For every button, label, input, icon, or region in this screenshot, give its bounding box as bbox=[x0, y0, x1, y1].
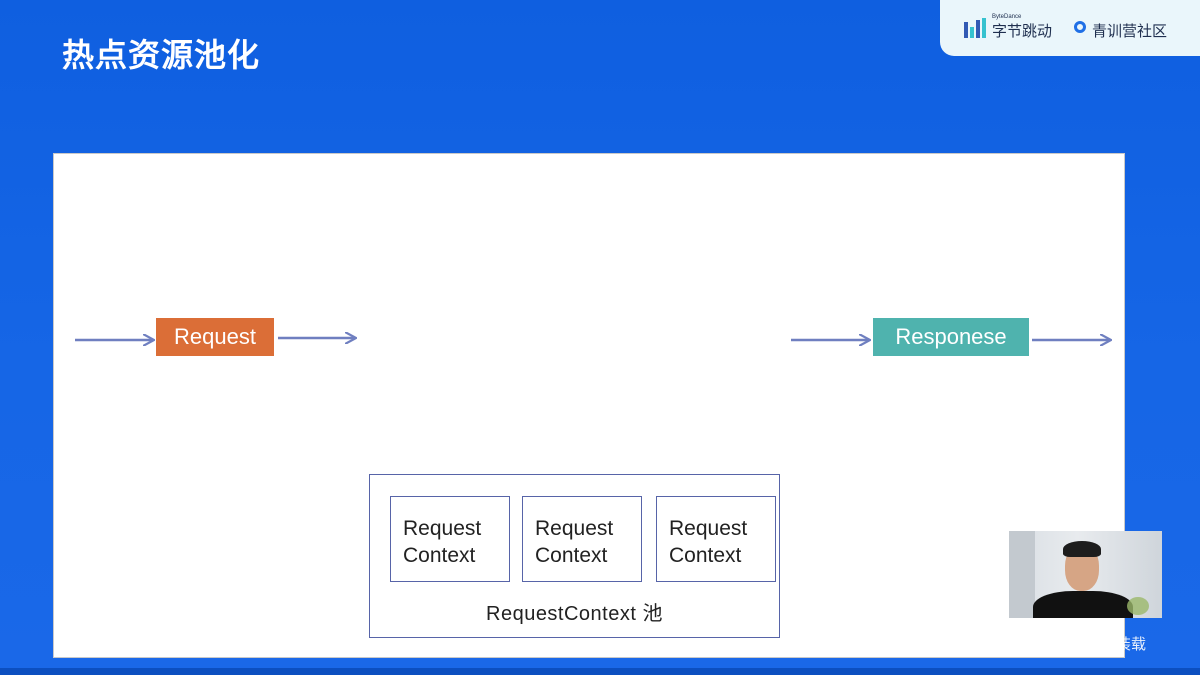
context-line2: Context bbox=[669, 544, 742, 567]
diagram-canvas: Request Responese Request Context Reques… bbox=[53, 153, 1125, 658]
presenter-hair bbox=[1063, 541, 1101, 557]
context-line1: Request bbox=[669, 517, 748, 540]
request-box: Request bbox=[156, 318, 274, 356]
bytedance-small-text: ByteDance bbox=[992, 14, 1022, 20]
watermark-text: 装载 bbox=[1116, 635, 1147, 653]
request-context-item: Request Context bbox=[522, 496, 642, 582]
presenter-webcam bbox=[1009, 531, 1162, 618]
request-context-item: Request Context bbox=[656, 496, 776, 582]
context-line2: Context bbox=[535, 544, 608, 567]
response-box: Responese bbox=[873, 318, 1029, 356]
context-line2: Context bbox=[403, 544, 476, 567]
company-name: 字节跳动 bbox=[992, 22, 1053, 40]
bottom-progress-bar bbox=[0, 668, 1200, 675]
bytedance-logo-icon bbox=[964, 18, 986, 38]
context-line1: Request bbox=[403, 517, 482, 540]
plant bbox=[1127, 597, 1149, 615]
flow-arrows bbox=[75, 154, 1126, 659]
slide-title: 热点资源池化 bbox=[62, 36, 261, 74]
brand-banner: ByteDance 字节跳动 青训营社区 bbox=[940, 0, 1200, 56]
presenter-body bbox=[1033, 591, 1133, 618]
community-name: 青训营社区 bbox=[1092, 22, 1168, 40]
context-line1: Request bbox=[535, 517, 614, 540]
community-logo-icon bbox=[1074, 21, 1086, 33]
webcam-background bbox=[1009, 531, 1035, 618]
request-context-pool: Request Context Request Context Request … bbox=[369, 474, 780, 638]
pool-label: RequestContext 池 bbox=[486, 603, 663, 625]
request-context-item: Request Context bbox=[390, 496, 510, 582]
